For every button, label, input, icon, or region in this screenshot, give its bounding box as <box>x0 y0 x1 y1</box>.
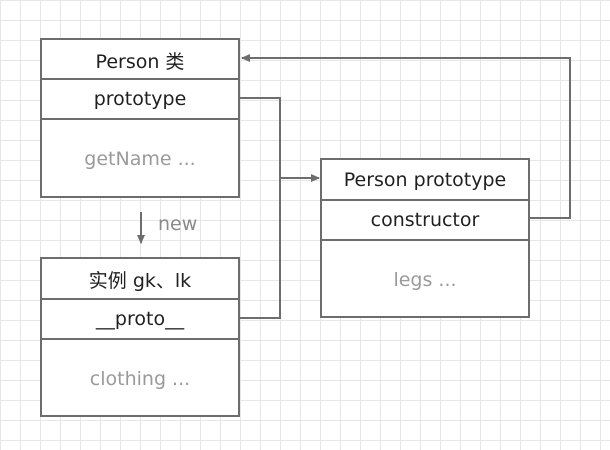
new-label: new <box>158 213 198 235</box>
constructor-field: constructor <box>322 199 528 239</box>
instance-title: 实例 gk、lk <box>88 269 192 292</box>
prototype-field: prototype <box>42 78 238 118</box>
person-class-members: getName ... <box>42 118 238 198</box>
proto-field: __proto__ <box>42 298 238 338</box>
person-class-box: Person 类 prototype getName ... <box>40 38 240 198</box>
instance-members: clothing ... <box>42 338 238 417</box>
person-prototype-title: Person prototype <box>343 169 507 191</box>
person-prototype-box: Person prototype constructor legs ... <box>320 158 530 318</box>
instance-box: 实例 gk、lk __proto__ clothing ... <box>40 257 240 417</box>
person-class-title: Person 类 <box>95 50 185 73</box>
person-prototype-members: legs ... <box>322 239 528 318</box>
prototype-link-line <box>240 97 320 182</box>
constructor-link-line <box>241 54 571 219</box>
proto-link-line <box>240 178 281 319</box>
